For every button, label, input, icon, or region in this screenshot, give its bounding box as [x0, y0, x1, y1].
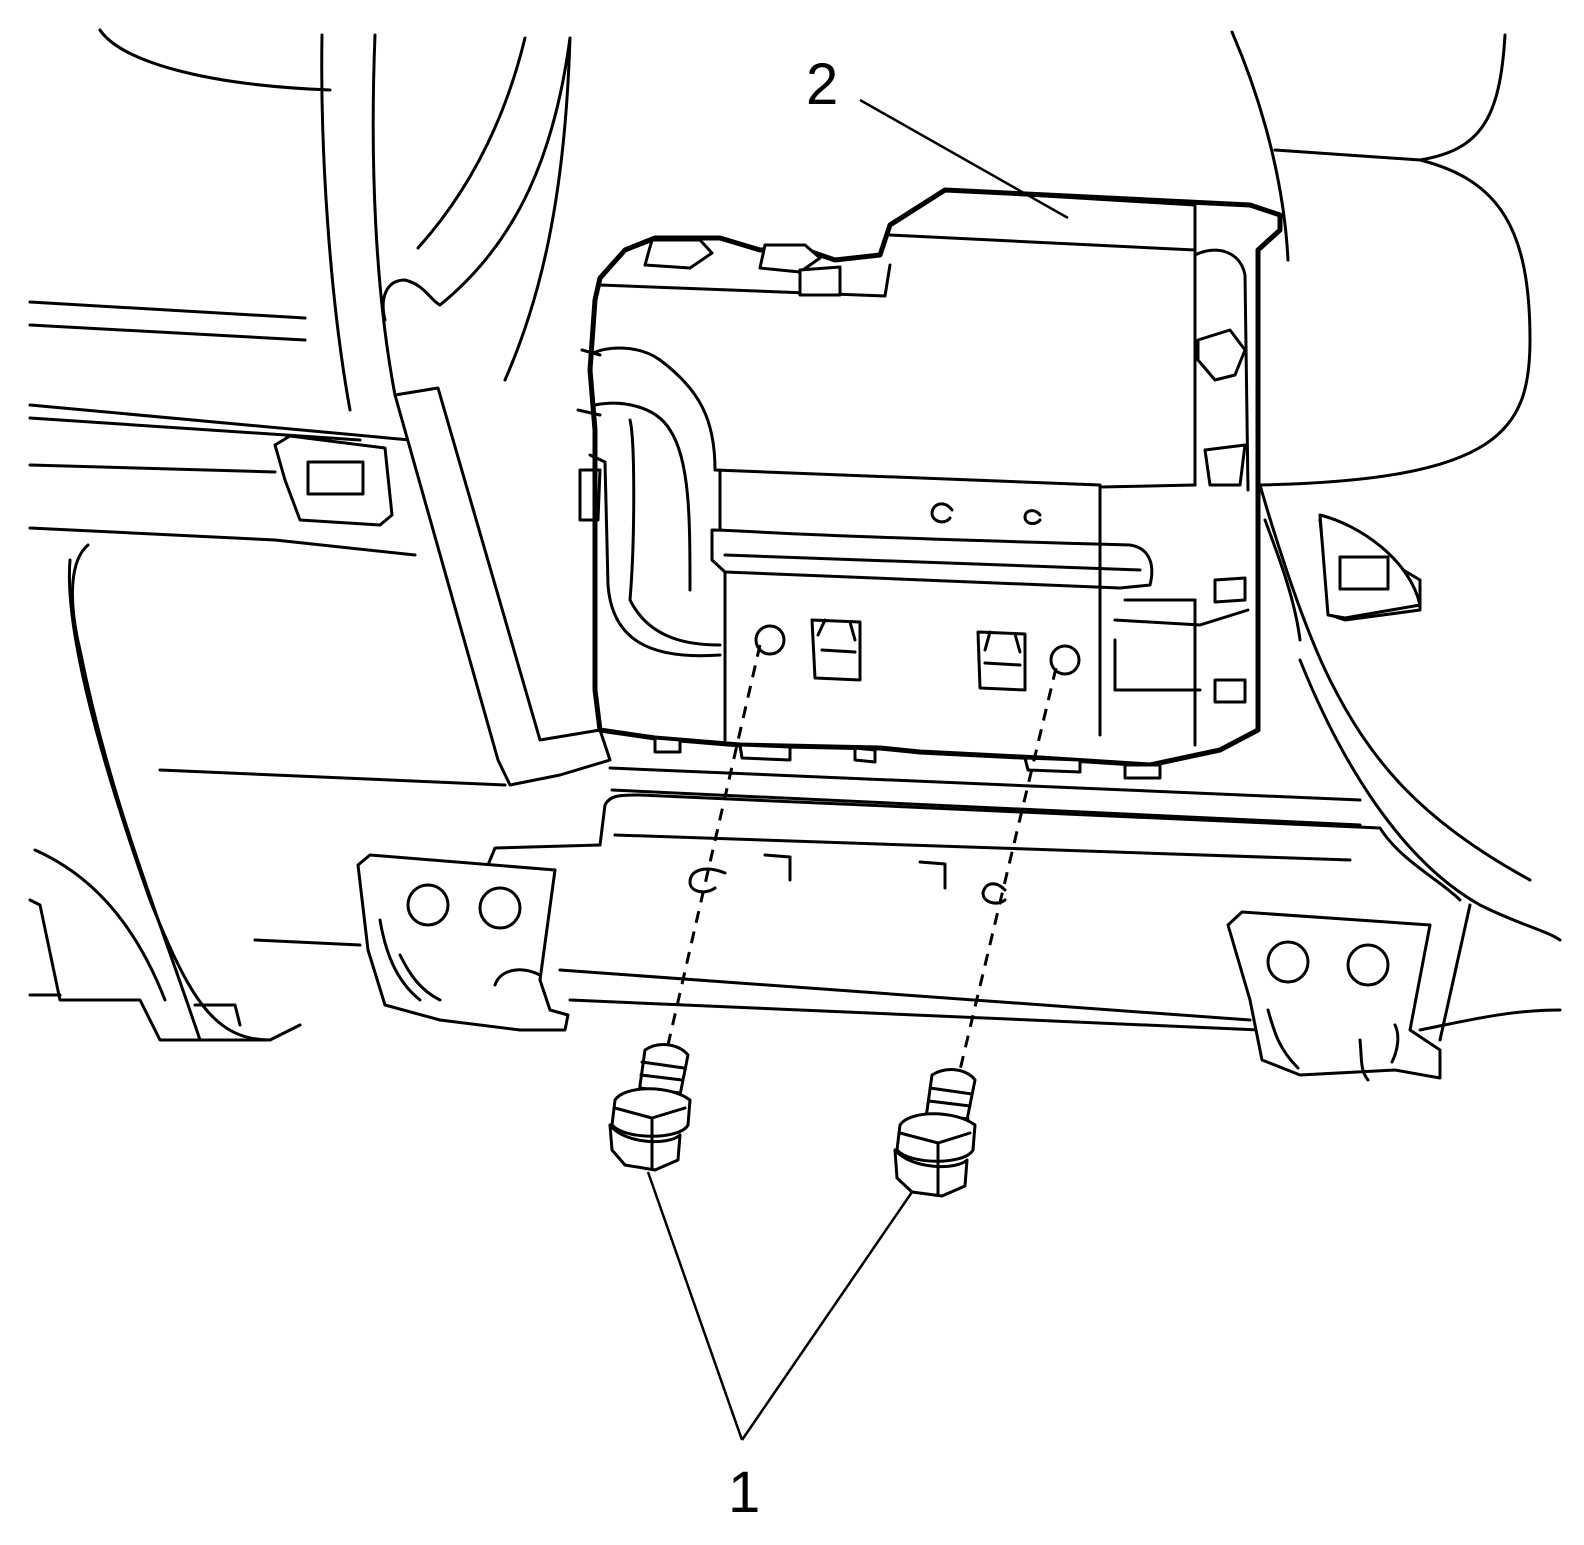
electronic-module [576, 187, 1283, 780]
vehicle-body-structure [28, 28, 1562, 1042]
callout-label-module: 2 [806, 52, 838, 117]
alignment-guides [666, 644, 1058, 1071]
leader-line-1a [646, 1171, 744, 1441]
leader-line-1b [740, 1191, 914, 1441]
callout-leaders [646, 98, 1069, 1441]
callout-label-fasteners: 1 [728, 1460, 760, 1525]
left-bolt [608, 1043, 692, 1172]
right-bolt-alignment-line [958, 667, 1058, 1071]
leader-line-2 [859, 98, 1069, 220]
left-bolt-alignment-line [666, 644, 762, 1046]
left-mounting-bracket [356, 853, 570, 1032]
floor-mounting-points [688, 853, 1007, 905]
right-mounting-bracket [1226, 910, 1442, 1082]
right-bolt [893, 1068, 977, 1198]
